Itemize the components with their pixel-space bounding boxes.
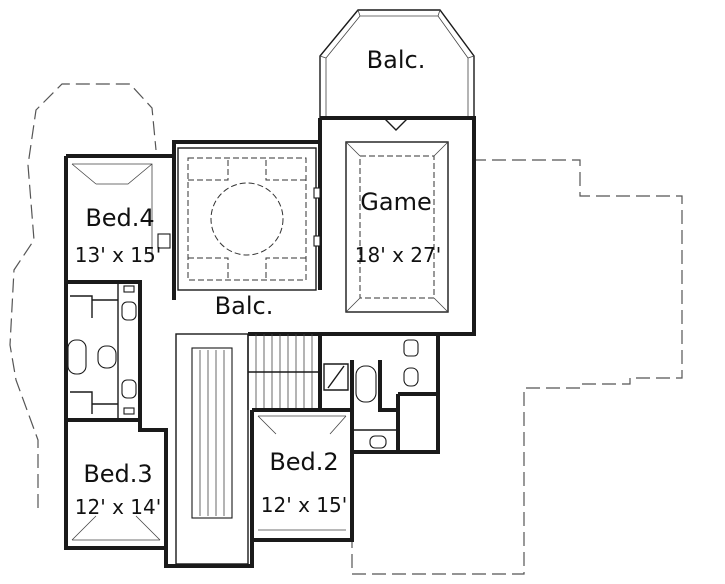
balcony-mid-label: Balc. xyxy=(215,292,274,320)
bed2-size: 12' x 15' xyxy=(261,493,347,517)
bed4-ceiling xyxy=(71,163,171,262)
bed2-ceiling xyxy=(257,415,347,531)
bed3-ceiling xyxy=(71,515,161,541)
game-room-size: 18' x 27' xyxy=(355,243,441,267)
interior-walls xyxy=(64,142,438,548)
top-balcony xyxy=(319,9,475,118)
game-room-label: Game xyxy=(360,188,431,216)
bed3-label: Bed.3 xyxy=(83,460,152,488)
jack-and-jill-bath xyxy=(67,285,137,415)
stair-area xyxy=(175,333,320,565)
bed3-size: 12' x 14' xyxy=(75,495,161,519)
bed4-size: 13' x 15' xyxy=(75,243,161,267)
balcony-top-label: Balc. xyxy=(367,46,426,74)
atrium-ceiling xyxy=(177,147,321,291)
bed2-label: Bed.2 xyxy=(269,448,338,476)
exterior-walls xyxy=(64,116,476,568)
game-ceiling xyxy=(345,117,449,313)
bath-2 xyxy=(323,339,419,449)
lower-roof-outline xyxy=(9,83,683,575)
bed4-label: Bed.4 xyxy=(85,204,154,232)
